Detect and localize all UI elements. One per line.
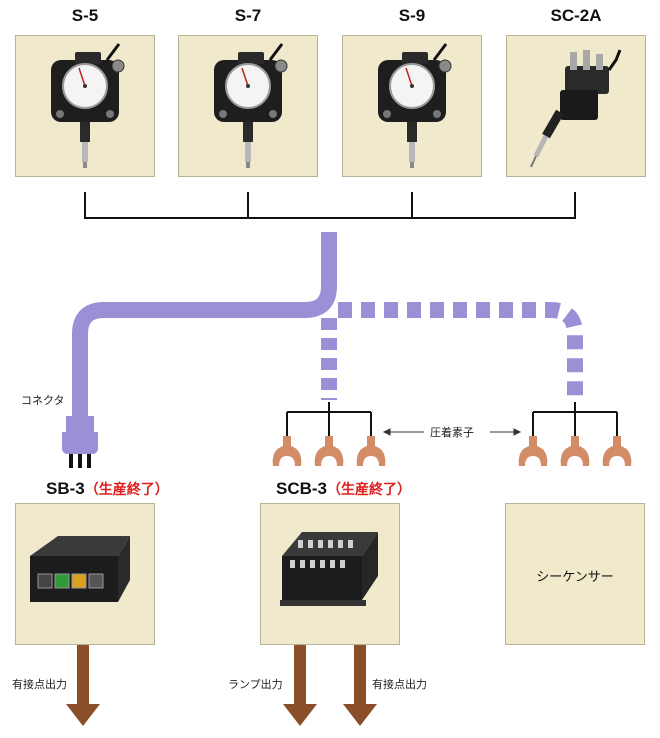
cable-solid [72,232,337,424]
wires-sequencer [532,402,618,438]
output-arrow-sb3 [66,645,100,726]
cable-dashed-sequencer [338,302,583,400]
unit-name-sb3: SB-3 [46,479,85,498]
sensor-title-s7: S-7 [234,6,262,25]
unit-name-scb3: SCB-3 [276,479,328,498]
crimp-terminal-label: 圧着素子 [430,426,474,439]
unit-status-sb3: （生産終了） [84,481,169,497]
output-label-scb3-lamp: ランプ出力 [228,678,283,691]
connector-plug-icon [62,416,98,468]
sensor-bracket [84,192,576,219]
output-label-sb3-contact: 有接点出力 [12,678,67,691]
dial-indicator-s9-icon [376,42,453,170]
contact-probe-sc2a-icon [530,49,622,168]
output-label-scb3-contact: 有接点出力 [372,678,427,691]
crimp-label-arrows [382,428,522,436]
crimp-terminals-scb3 [272,436,386,466]
output-arrow-scb3-lamp [283,645,317,726]
connector-label: コネクタ [21,394,65,407]
unit-label-sb3: SB-3（生産終了） [46,479,169,499]
sb3-device-icon [30,536,130,602]
dial-indicator-s5-icon [49,42,126,170]
dial-indicator-s7-icon [212,42,289,170]
sensor-title-s5: S-5 [71,6,99,25]
crimp-terminals-sequencer [518,436,632,466]
unit-panel-sequencer [505,503,645,645]
output-arrows [66,645,377,726]
sensor-title-s9: S-9 [398,6,426,25]
unit-name-sequencer: シーケンサー [536,570,614,585]
output-arrow-scb3-contact [343,645,377,726]
unit-label-scb3: SCB-3（生産終了） [276,479,411,499]
wires-scb3 [286,402,372,438]
scb3-device-icon [280,532,378,606]
unit-status-scb3: （生産終了） [327,481,412,497]
sensor-title-sc2a: SC-2A [550,6,602,25]
